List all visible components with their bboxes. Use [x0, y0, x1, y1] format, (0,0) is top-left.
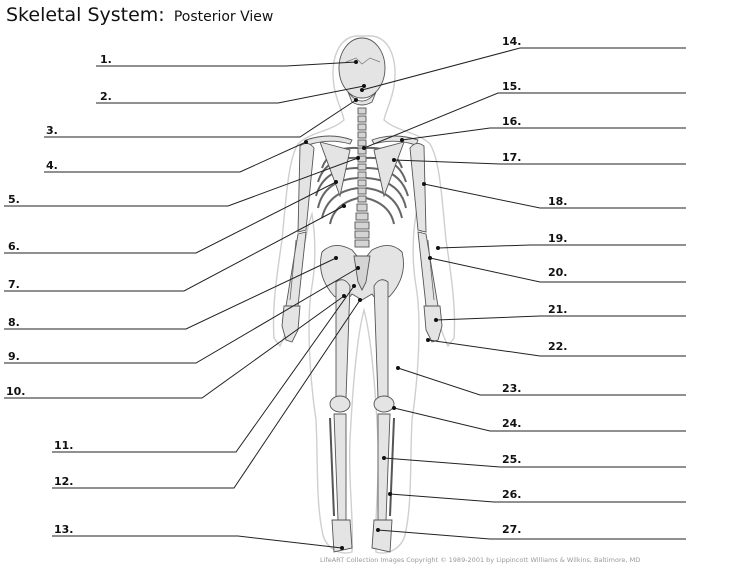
femur-right	[373, 279, 389, 401]
clavicle-left	[305, 135, 353, 146]
title-main: Skeletal System:	[6, 4, 165, 26]
label-6: 6.	[8, 240, 20, 253]
hand-left	[281, 305, 301, 343]
right-leader-lines	[361, 47, 686, 540]
hand-right	[423, 305, 443, 343]
label-14: 14.	[502, 35, 522, 48]
clavicle-right	[371, 135, 419, 146]
knee-right	[373, 395, 395, 413]
body-outline	[272, 35, 456, 554]
label-21: 21.	[548, 303, 568, 316]
label-8: 8.	[8, 316, 20, 329]
scapula-right	[373, 141, 405, 198]
label-2: 2.	[100, 90, 112, 103]
sacrum	[353, 255, 371, 292]
label-25: 25.	[502, 453, 522, 466]
label-11: 11.	[54, 439, 74, 452]
label-12: 12.	[54, 475, 74, 488]
label-16: 16.	[502, 115, 522, 128]
label-7: 7.	[8, 278, 20, 291]
tibia-right	[377, 413, 391, 521]
label-26: 26.	[502, 488, 522, 501]
copyright-credit: LifeART Collection Images Copyright © 19…	[320, 556, 641, 564]
label-13: 13.	[54, 523, 74, 536]
foot-right	[371, 519, 393, 553]
knee-left	[329, 395, 351, 413]
vertebral-column	[354, 107, 370, 248]
label-27: 27.	[502, 523, 522, 536]
label-18: 18.	[548, 195, 568, 208]
skull	[338, 37, 386, 99]
fibula-left	[329, 417, 335, 517]
target-dots	[304, 60, 440, 550]
foot-left	[331, 519, 353, 553]
fibula-right	[389, 417, 395, 517]
label-5: 5.	[8, 193, 20, 206]
label-17: 17.	[502, 151, 522, 164]
label-20: 20.	[548, 266, 568, 279]
humerus-left	[297, 143, 315, 233]
label-23: 23.	[502, 382, 522, 395]
skull-suture	[345, 57, 381, 65]
label-3: 3.	[46, 124, 58, 137]
label-9: 9.	[8, 350, 20, 363]
label-15: 15.	[502, 80, 522, 93]
label-22: 22.	[548, 340, 568, 353]
label-1: 1.	[100, 53, 112, 66]
label-4: 4.	[46, 159, 58, 172]
femur-left	[335, 279, 351, 401]
humerus-right	[409, 143, 427, 233]
label-19: 19.	[548, 232, 568, 245]
label-24: 24.	[502, 417, 522, 430]
left-leader-lines	[4, 61, 365, 549]
tibia-left	[333, 413, 347, 521]
title-subtitle: Posterior View	[173, 9, 274, 25]
label-10: 10.	[6, 385, 26, 398]
page-title: Skeletal System: Posterior View	[6, 4, 273, 26]
scapula-left	[319, 141, 351, 198]
